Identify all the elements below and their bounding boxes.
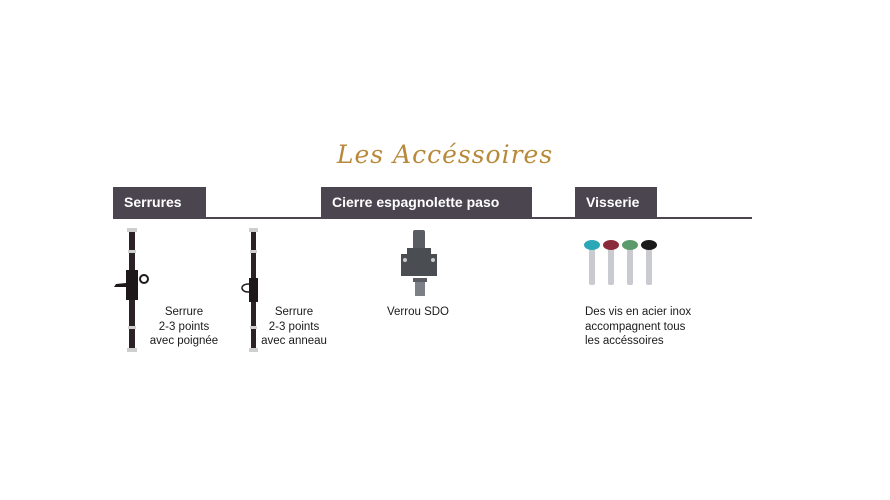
caption-lock-ring: Serrure 2-3 points avec anneau: [259, 305, 329, 349]
lock-with-handle-image: [114, 228, 149, 352]
caption-line: 2-3 points: [268, 320, 320, 333]
sdo-bolt-image: [401, 230, 437, 296]
caption-lock-handle: Serrure 2-3 points avec poignée: [148, 305, 220, 349]
caption-line: Des vis en acier inox: [585, 306, 692, 318]
caption-screws: Des vis en acier inox accompagnent tous …: [585, 305, 715, 349]
tab-serrures[interactable]: Serrures: [113, 187, 206, 218]
caption-line: Verrou SDO: [387, 306, 449, 318]
tab-visserie[interactable]: Visserie: [575, 187, 657, 218]
caption-line: les accéssoires: [585, 335, 664, 347]
caption-sdo-bolt: Verrou SDO: [380, 305, 456, 320]
caption-line: Serrure: [274, 306, 314, 318]
caption-line: accompagnent tous: [585, 320, 686, 333]
caption-line: Serrure: [164, 306, 204, 318]
caption-line: avec anneau: [261, 335, 327, 347]
screws-image: [584, 240, 657, 285]
section-divider: [113, 217, 752, 219]
caption-line: avec poignée: [149, 335, 219, 347]
tab-cierre-espagnolette[interactable]: Cierre espagnolette paso libre: [321, 187, 532, 241]
lock-with-ring-image: [241, 228, 258, 352]
page-title: Les Accéssoires: [336, 140, 554, 169]
caption-line: 2-3 points: [158, 320, 210, 333]
